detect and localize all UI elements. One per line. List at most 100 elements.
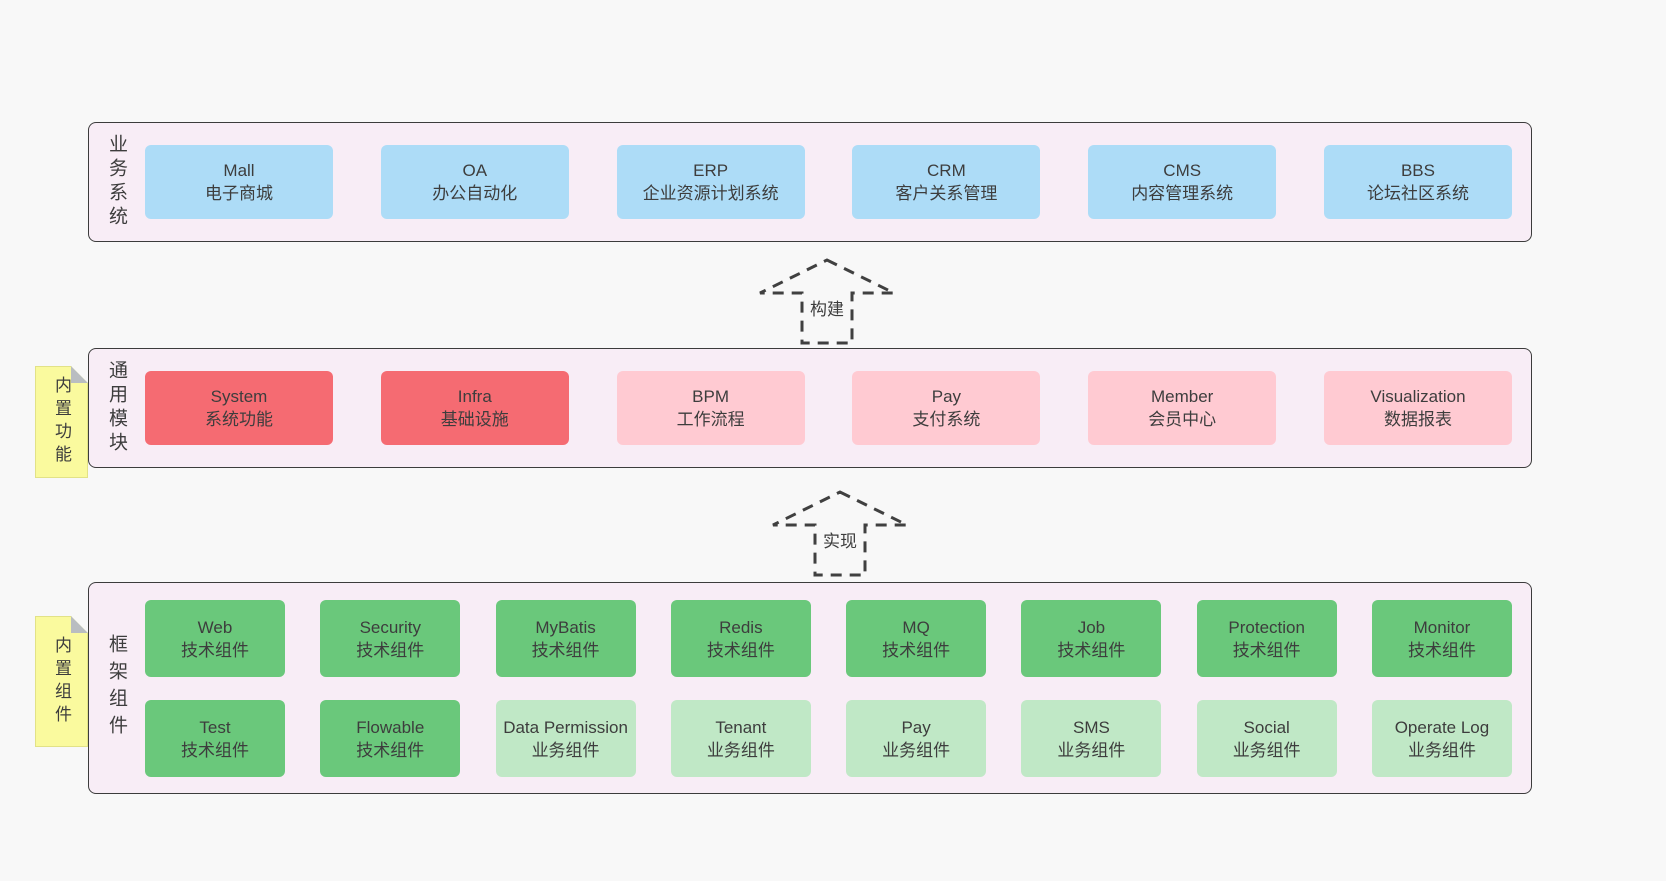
box-security: Security 技术组件 — [320, 600, 461, 677]
box-title: Visualization — [1370, 387, 1466, 406]
dashed-up-arrow-icon — [772, 490, 908, 577]
box-title: Job — [1077, 617, 1106, 637]
box-title: Pay — [901, 717, 931, 737]
box-subtitle: 会员中心 — [1148, 410, 1217, 429]
box-title: MQ — [902, 617, 930, 637]
sticky-note-label: 内置功能 — [52, 376, 71, 468]
layer-label-framework-components: 框架组件 — [106, 634, 127, 742]
box-test: Test 技术组件 — [145, 700, 285, 777]
box-visualization: Visualization 数据报表 — [1323, 371, 1512, 445]
box-title: Redis — [719, 617, 763, 637]
box-subtitle: 论坛社区系统 — [1366, 184, 1469, 203]
box-title: Monitor — [1413, 617, 1471, 637]
box-subtitle: 业务组件 — [706, 740, 775, 760]
box-title: Security — [359, 617, 421, 637]
layer-framework-components: 框架组件 Web 技术组件 Security 技术组件 MyBatis 技术组件 Redis… — [88, 582, 1532, 794]
box-title: Pay — [931, 387, 962, 406]
box-title: Infra — [457, 387, 492, 406]
sticky-note-built-in-features: 内置功能 — [35, 366, 88, 478]
box-social: Social 业务组件 — [1196, 700, 1337, 777]
box-crm: CRM 客户关系管理 — [852, 145, 1041, 219]
box-title: BPM — [692, 387, 730, 406]
box-title: Mall — [223, 161, 255, 180]
box-system: System 系统功能 — [145, 371, 333, 445]
folded-corner-icon — [71, 366, 88, 383]
box-subtitle: 技术组件 — [356, 640, 425, 660]
box-title: SMS — [1072, 717, 1110, 737]
box-subtitle: 技术组件 — [181, 740, 249, 760]
box-subtitle: 支付系统 — [912, 410, 981, 429]
box-subtitle: 技术组件 — [1232, 640, 1301, 660]
layer-business-systems: 业务系统 Mall 电子商城 OA 办公自动化 ERP 企业资源计划系统 CRM 客户关系管理… — [88, 122, 1532, 242]
box-subtitle: 技术组件 — [1407, 640, 1476, 660]
box-title: Social — [1243, 717, 1290, 737]
arrow-label: 构建 — [805, 294, 849, 321]
box-subtitle: 业务组件 — [1232, 740, 1301, 760]
box-erp: ERP 企业资源计划系统 — [616, 145, 805, 219]
box-oa: OA 办公自动化 — [380, 145, 569, 219]
box-title: OA — [462, 161, 488, 180]
box-title: Flowable — [356, 717, 425, 737]
box-mq: MQ 技术组件 — [846, 600, 987, 677]
box-member: Member 会员中心 — [1088, 371, 1277, 445]
box-subtitle: 电子商城 — [205, 184, 273, 203]
box-data-permission: Data Permission 业务组件 — [495, 700, 636, 777]
dashed-up-arrow-icon — [759, 258, 895, 345]
build-arrow: 构建 — [757, 257, 897, 346]
box-protection: Protection 技术组件 — [1196, 600, 1337, 677]
implement-arrow: 实现 — [770, 489, 910, 578]
box-title: Tenant — [715, 717, 767, 737]
box-title: BBS — [1400, 161, 1435, 180]
folded-corner-icon — [71, 616, 88, 633]
layer-label-common-modules: 通用模块 — [106, 360, 127, 456]
box-subtitle: 技术组件 — [531, 640, 600, 660]
box-sms: SMS 业务组件 — [1021, 700, 1162, 777]
box-title: ERP — [693, 161, 729, 180]
box-title: Web — [197, 617, 233, 637]
box-tenant: Tenant 业务组件 — [670, 700, 811, 777]
box-subtitle: 办公自动化 — [432, 184, 518, 203]
box-subtitle: 业务组件 — [1057, 740, 1126, 760]
box-subtitle: 技术组件 — [1057, 640, 1126, 660]
box-bbs: BBS 论坛社区系统 — [1323, 145, 1512, 219]
box-pay: Pay 支付系统 — [852, 371, 1041, 445]
box-title: CRM — [927, 161, 966, 180]
box-title: System — [210, 387, 268, 406]
box-mybatis: MyBatis 技术组件 — [495, 600, 636, 677]
box-title: Operate Log — [1394, 717, 1490, 737]
box-web: Web 技术组件 — [145, 600, 285, 677]
box-title: Member — [1151, 387, 1214, 406]
box-job: Job 技术组件 — [1021, 600, 1162, 677]
box-title: Test — [199, 717, 231, 737]
box-subtitle: 业务组件 — [1407, 740, 1476, 760]
box-monitor: Monitor 技术组件 — [1371, 600, 1512, 677]
box-infra: Infra 基础设施 — [380, 371, 569, 445]
layer-label-business-systems: 业务系统 — [106, 134, 127, 230]
box-subtitle: 企业资源计划系统 — [642, 184, 779, 203]
box-operate-log: Operate Log 业务组件 — [1371, 700, 1512, 777]
box-subtitle: 业务组件 — [531, 740, 600, 760]
box-subtitle: 基础设施 — [440, 410, 509, 429]
box-subtitle: 技术组件 — [181, 640, 249, 660]
sticky-note-built-in-components: 内置组件 — [35, 616, 88, 747]
box-title: MyBatis — [535, 617, 596, 637]
box-subtitle: 数据报表 — [1383, 410, 1452, 429]
arrow-label: 实现 — [818, 526, 862, 553]
box-title: Data Permission — [503, 717, 628, 737]
box-subtitle: 客户关系管理 — [895, 184, 998, 203]
box-subtitle: 系统功能 — [205, 410, 273, 429]
box-subtitle: 内容管理系统 — [1131, 184, 1234, 203]
box-subtitle: 技术组件 — [882, 640, 951, 660]
box-title: Protection — [1228, 617, 1305, 637]
sticky-note-label: 内置组件 — [52, 635, 71, 728]
